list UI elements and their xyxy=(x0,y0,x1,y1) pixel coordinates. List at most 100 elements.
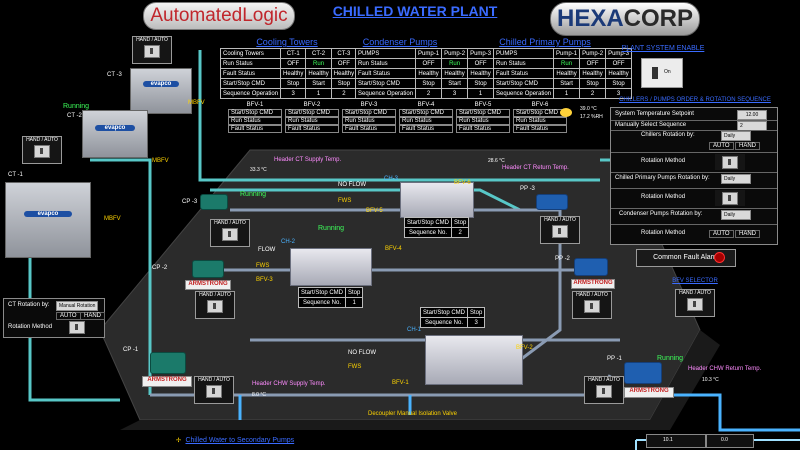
hand-auto-label: HAND / AUTO xyxy=(576,292,608,298)
bfv-row-cmd[interactable]: Start/Stop CMD xyxy=(456,109,510,117)
cp1-hand-auto-switch[interactable]: HAND / AUTO xyxy=(194,376,234,404)
cell[interactable]: Start xyxy=(553,78,581,89)
plant-enable-switch[interactable]: On xyxy=(641,58,683,88)
ct-rotation-select[interactable]: Manual Rotation xyxy=(56,301,99,311)
cell[interactable]: Stop xyxy=(280,78,307,89)
bfv-status-panels: BFV-1 Start/Stop CMD Run Status Fault St… xyxy=(228,102,567,144)
cell: Run xyxy=(441,58,469,69)
ch3-bfv6-label: BFV-6 xyxy=(454,180,471,186)
bfv-row-cmd[interactable]: Start/Stop CMD xyxy=(285,109,339,117)
pp1-running-status: Running xyxy=(657,355,684,362)
cpp-rotation-select[interactable]: Daily xyxy=(721,174,751,184)
bfv-row-fault: Fault Status xyxy=(513,125,567,133)
ch3-seq-label: Sequence No. xyxy=(403,227,453,238)
cell[interactable]: Stop xyxy=(605,78,633,89)
bfv-row-run: Run Status xyxy=(342,117,396,125)
cpp-rotation-method: Rotation Method xyxy=(641,194,686,200)
ch2-fws-label: FWS xyxy=(256,263,270,269)
selector-switch-icon xyxy=(222,228,238,241)
ct3-label: CT -3 xyxy=(107,72,122,78)
row-label: Sequence Operation xyxy=(354,88,417,99)
cp3-running-status: Running xyxy=(240,191,267,198)
selector-switch-icon xyxy=(34,145,50,158)
chiller-2[interactable] xyxy=(290,248,372,286)
cell[interactable]: Stop xyxy=(415,78,443,89)
ch1-seq-value: 3 xyxy=(467,317,486,328)
logo-corp-text: CORP xyxy=(623,5,694,32)
pp3-hand-auto-switch[interactable]: HAND / AUTO xyxy=(540,216,580,244)
setpoint-label: System Temperature Setpoint xyxy=(615,111,694,117)
col-header: CT-3 xyxy=(330,48,358,59)
col-header: PUMPS xyxy=(492,48,555,59)
cell: 2 xyxy=(330,88,358,99)
cooling-tower-1[interactable]: evapco xyxy=(5,182,91,258)
mbfv-3-label: MBFV xyxy=(188,100,205,106)
col-header: Cooling Towers xyxy=(219,48,282,59)
selector-switch-icon xyxy=(207,300,223,313)
bfv-row-cmd[interactable]: Start/Stop CMD xyxy=(513,109,567,117)
ch1-cmd-value[interactable]: Stop xyxy=(467,307,486,318)
condenser-pump-3[interactable] xyxy=(200,194,228,210)
chiller-3[interactable] xyxy=(400,182,474,218)
chiller-1[interactable] xyxy=(425,335,523,385)
crosshair-icon: ✢ xyxy=(176,438,182,444)
bfv-row-cmd[interactable]: Start/Stop CMD xyxy=(228,109,282,117)
cell: OFF xyxy=(415,58,443,69)
cell: 1 xyxy=(305,88,332,99)
cell[interactable]: Start xyxy=(441,78,469,89)
cooling-tower-3[interactable]: evapco xyxy=(130,68,192,114)
primary-pump-2[interactable] xyxy=(574,258,608,276)
ch2-seq-label: Sequence No. xyxy=(297,297,347,308)
cdp-rotation-select[interactable]: Daily xyxy=(721,210,751,220)
pp1-hand-auto-switch[interactable]: HAND / AUTO xyxy=(584,376,624,404)
primary-pump-1[interactable] xyxy=(624,362,662,384)
primary-pump-3[interactable] xyxy=(536,194,568,210)
ch3-cmd-value[interactable]: Stop xyxy=(451,217,470,228)
setpoint-input[interactable]: 12.00 xyxy=(737,110,767,120)
common-fault-alarm-button[interactable]: Common Fault Alarm xyxy=(636,249,736,267)
secondary-pumps-link[interactable]: ✢ Chilled Water to Secondary Pumps xyxy=(176,429,294,447)
cell[interactable]: Stop xyxy=(330,78,358,89)
cell[interactable]: Start xyxy=(305,78,332,89)
ch3-label: CH-3 xyxy=(384,176,399,182)
ch3-bfv5-label: BFV-5 xyxy=(366,208,383,214)
cell: 2 xyxy=(415,88,443,99)
cooling-tower-2[interactable]: evapco xyxy=(82,110,148,158)
chillers-rotation-switch[interactable] xyxy=(715,154,745,170)
bfv-row-fault: Fault Status xyxy=(228,125,282,133)
cpp-rotation-switch[interactable] xyxy=(715,190,745,206)
cell: OFF xyxy=(330,58,358,69)
secondary-pumps-link-text: Chilled Water to Secondary Pumps xyxy=(185,437,295,444)
cp2-hand-auto-switch[interactable]: HAND / AUTO xyxy=(195,291,235,319)
bfv-row-cmd[interactable]: Start/Stop CMD xyxy=(399,109,453,117)
bfv-row-cmd[interactable]: Start/Stop CMD xyxy=(342,109,396,117)
selector-switch-icon xyxy=(144,45,160,58)
cell: Healthy xyxy=(605,68,633,79)
selector-switch-icon xyxy=(206,385,222,398)
chillers-rotation-select[interactable]: Daily xyxy=(721,131,751,141)
pp2-hand-auto-switch[interactable]: HAND / AUTO xyxy=(572,291,612,319)
ch2-cmd-value[interactable]: Stop xyxy=(345,287,364,298)
bfv-selector-switch[interactable]: HAND / AUTO xyxy=(675,289,715,317)
ct3-hand-auto-switch[interactable]: HAND / AUTO xyxy=(132,36,172,64)
ct2-hand-auto-switch[interactable]: HAND / AUTO xyxy=(22,136,62,164)
condenser-pump-1[interactable] xyxy=(150,352,186,374)
chillers-rotation-label: Chillers Rotation by: xyxy=(641,132,695,138)
hand-auto-label: HAND / AUTO xyxy=(199,292,231,298)
cell: 1 xyxy=(553,88,581,99)
manual-sequence-label: Manually Select Sequence xyxy=(615,122,687,128)
cp3-hand-auto-switch[interactable]: HAND / AUTO xyxy=(210,219,250,247)
bfv-panel-title: BFV-2 xyxy=(303,102,321,108)
condenser-pump-2[interactable] xyxy=(192,260,224,278)
cdp-rotation-label: Condenser Pumps Rotation by: xyxy=(619,211,703,217)
cell: OFF xyxy=(280,58,307,69)
ct-rotation-switch[interactable] xyxy=(62,321,92,335)
cell[interactable]: Stop xyxy=(467,78,495,89)
cell[interactable]: Stop xyxy=(579,78,607,89)
ct-supply-temp-value: 33.3 °C xyxy=(250,167,267,173)
bfv-panel-5: BFV-5 Start/Stop CMD Run Status Fault St… xyxy=(456,102,510,133)
cell: OFF xyxy=(579,58,607,69)
